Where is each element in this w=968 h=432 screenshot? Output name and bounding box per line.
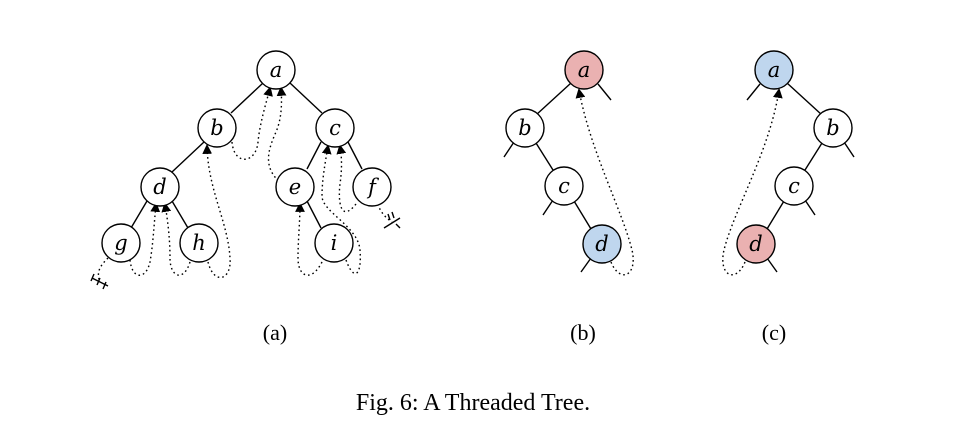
node-f-circle	[352, 167, 392, 207]
edge-b-d	[171, 141, 205, 173]
node-f-label: f	[366, 175, 379, 199]
edge-c-b-c	[804, 142, 823, 171]
node-c-b: b	[813, 108, 853, 148]
node-h-label: h	[192, 231, 206, 255]
panel-a: a b c d e f g h	[90, 50, 401, 345]
thread-c-d-a	[722, 88, 783, 276]
panel-a-label: (a)	[263, 320, 287, 345]
node-b-d-circle	[582, 224, 622, 264]
node-a: a	[256, 50, 296, 90]
node-g-label: g	[114, 231, 127, 255]
node-c-a-label: a	[768, 58, 781, 82]
node-a-label: a	[270, 58, 283, 82]
node-h-circle	[179, 223, 219, 263]
node-i-circle	[314, 223, 354, 263]
node-d-circle	[140, 167, 180, 207]
node-b-c: c	[544, 166, 584, 206]
edge-b-b-c	[535, 142, 554, 171]
stub-c-a-left	[746, 83, 761, 101]
stub-c-d-right	[766, 257, 778, 273]
stub-c-b-right	[843, 141, 855, 158]
stub-b-c-left	[542, 199, 554, 216]
node-a-circle	[256, 50, 296, 90]
edge-b-c-d	[573, 200, 592, 230]
panel-c: a b c d (c)	[722, 50, 855, 345]
stub-b-b-left	[503, 141, 515, 158]
stub-b-d-left	[580, 257, 592, 273]
panel-c-label: (c)	[762, 320, 786, 345]
edge-a-b	[230, 82, 264, 114]
panel-a-edges	[130, 82, 363, 229]
node-c: c	[315, 108, 355, 148]
panel-c-null-stubs	[746, 83, 855, 273]
node-e: e	[275, 167, 315, 207]
node-i-label: i	[331, 231, 338, 255]
edge-d-h	[171, 200, 189, 229]
panel-b-edges	[535, 82, 592, 230]
panel-b-null-stubs	[503, 83, 612, 273]
node-b-b-label: b	[518, 116, 531, 140]
node-c-a: a	[754, 50, 794, 90]
node-c-b-label: b	[826, 116, 839, 140]
edge-e-i	[306, 200, 322, 229]
thread-b-a	[231, 86, 273, 160]
node-c-label: c	[329, 116, 341, 140]
node-c-a-circle	[754, 50, 794, 90]
node-c-circle	[315, 108, 355, 148]
node-i: i	[314, 223, 354, 263]
node-f: f	[352, 167, 392, 207]
thread-b-d-a	[575, 88, 634, 276]
node-e-circle	[275, 167, 315, 207]
node-c-d: d	[736, 224, 776, 264]
node-c-c: c	[774, 166, 814, 206]
panel-b-label: (b)	[570, 320, 596, 345]
node-b-d: d	[582, 224, 622, 264]
node-b-label: b	[210, 116, 223, 140]
node-c-d-label: d	[749, 232, 762, 256]
node-d-label: d	[153, 175, 166, 199]
thread-i-c	[321, 144, 362, 275]
node-c-d-circle	[736, 224, 776, 264]
node-b-a-label: a	[578, 58, 591, 82]
edge-b-a-b	[535, 82, 572, 116]
thread-f-c	[336, 144, 357, 213]
thread-g-null	[97, 257, 109, 283]
node-c-c-circle	[774, 166, 814, 206]
figure-caption: Fig. 6: A Threaded Tree.	[356, 390, 590, 416]
edge-d-g	[130, 200, 148, 229]
edge-c-c-d	[766, 200, 785, 230]
node-b: b	[197, 108, 237, 148]
node-g-circle	[101, 223, 141, 263]
node-b-b-circle	[505, 108, 545, 148]
panel-b: a b c d (b)	[503, 50, 634, 345]
node-b-c-label: c	[558, 174, 570, 198]
thread-e-a	[267, 86, 287, 185]
node-b-d-label: d	[595, 232, 608, 256]
node-b-c-circle	[544, 166, 584, 206]
edge-c-f	[347, 141, 363, 170]
node-b-a-circle	[564, 50, 604, 90]
node-g: g	[101, 223, 141, 263]
node-b-b: b	[505, 108, 545, 148]
node-b-a: a	[564, 50, 604, 90]
node-e-label: e	[289, 175, 301, 199]
thread-g-d	[129, 202, 161, 276]
stub-c-c-right	[804, 199, 816, 216]
node-c-b-circle	[813, 108, 853, 148]
node-b-circle	[197, 108, 237, 148]
null-stub-g	[90, 273, 109, 290]
node-h: h	[179, 223, 219, 263]
node-c-c-label: c	[788, 174, 800, 198]
node-d: d	[140, 167, 180, 207]
panel-c-edges	[766, 82, 823, 230]
panel-a-threads	[90, 86, 401, 290]
null-stub-f	[383, 211, 401, 229]
stub-b-a-right	[597, 83, 612, 101]
edge-c-e	[306, 141, 322, 170]
edge-a-c	[289, 82, 323, 114]
thread-i-e	[295, 202, 323, 276]
edge-c-a-b	[786, 82, 823, 116]
